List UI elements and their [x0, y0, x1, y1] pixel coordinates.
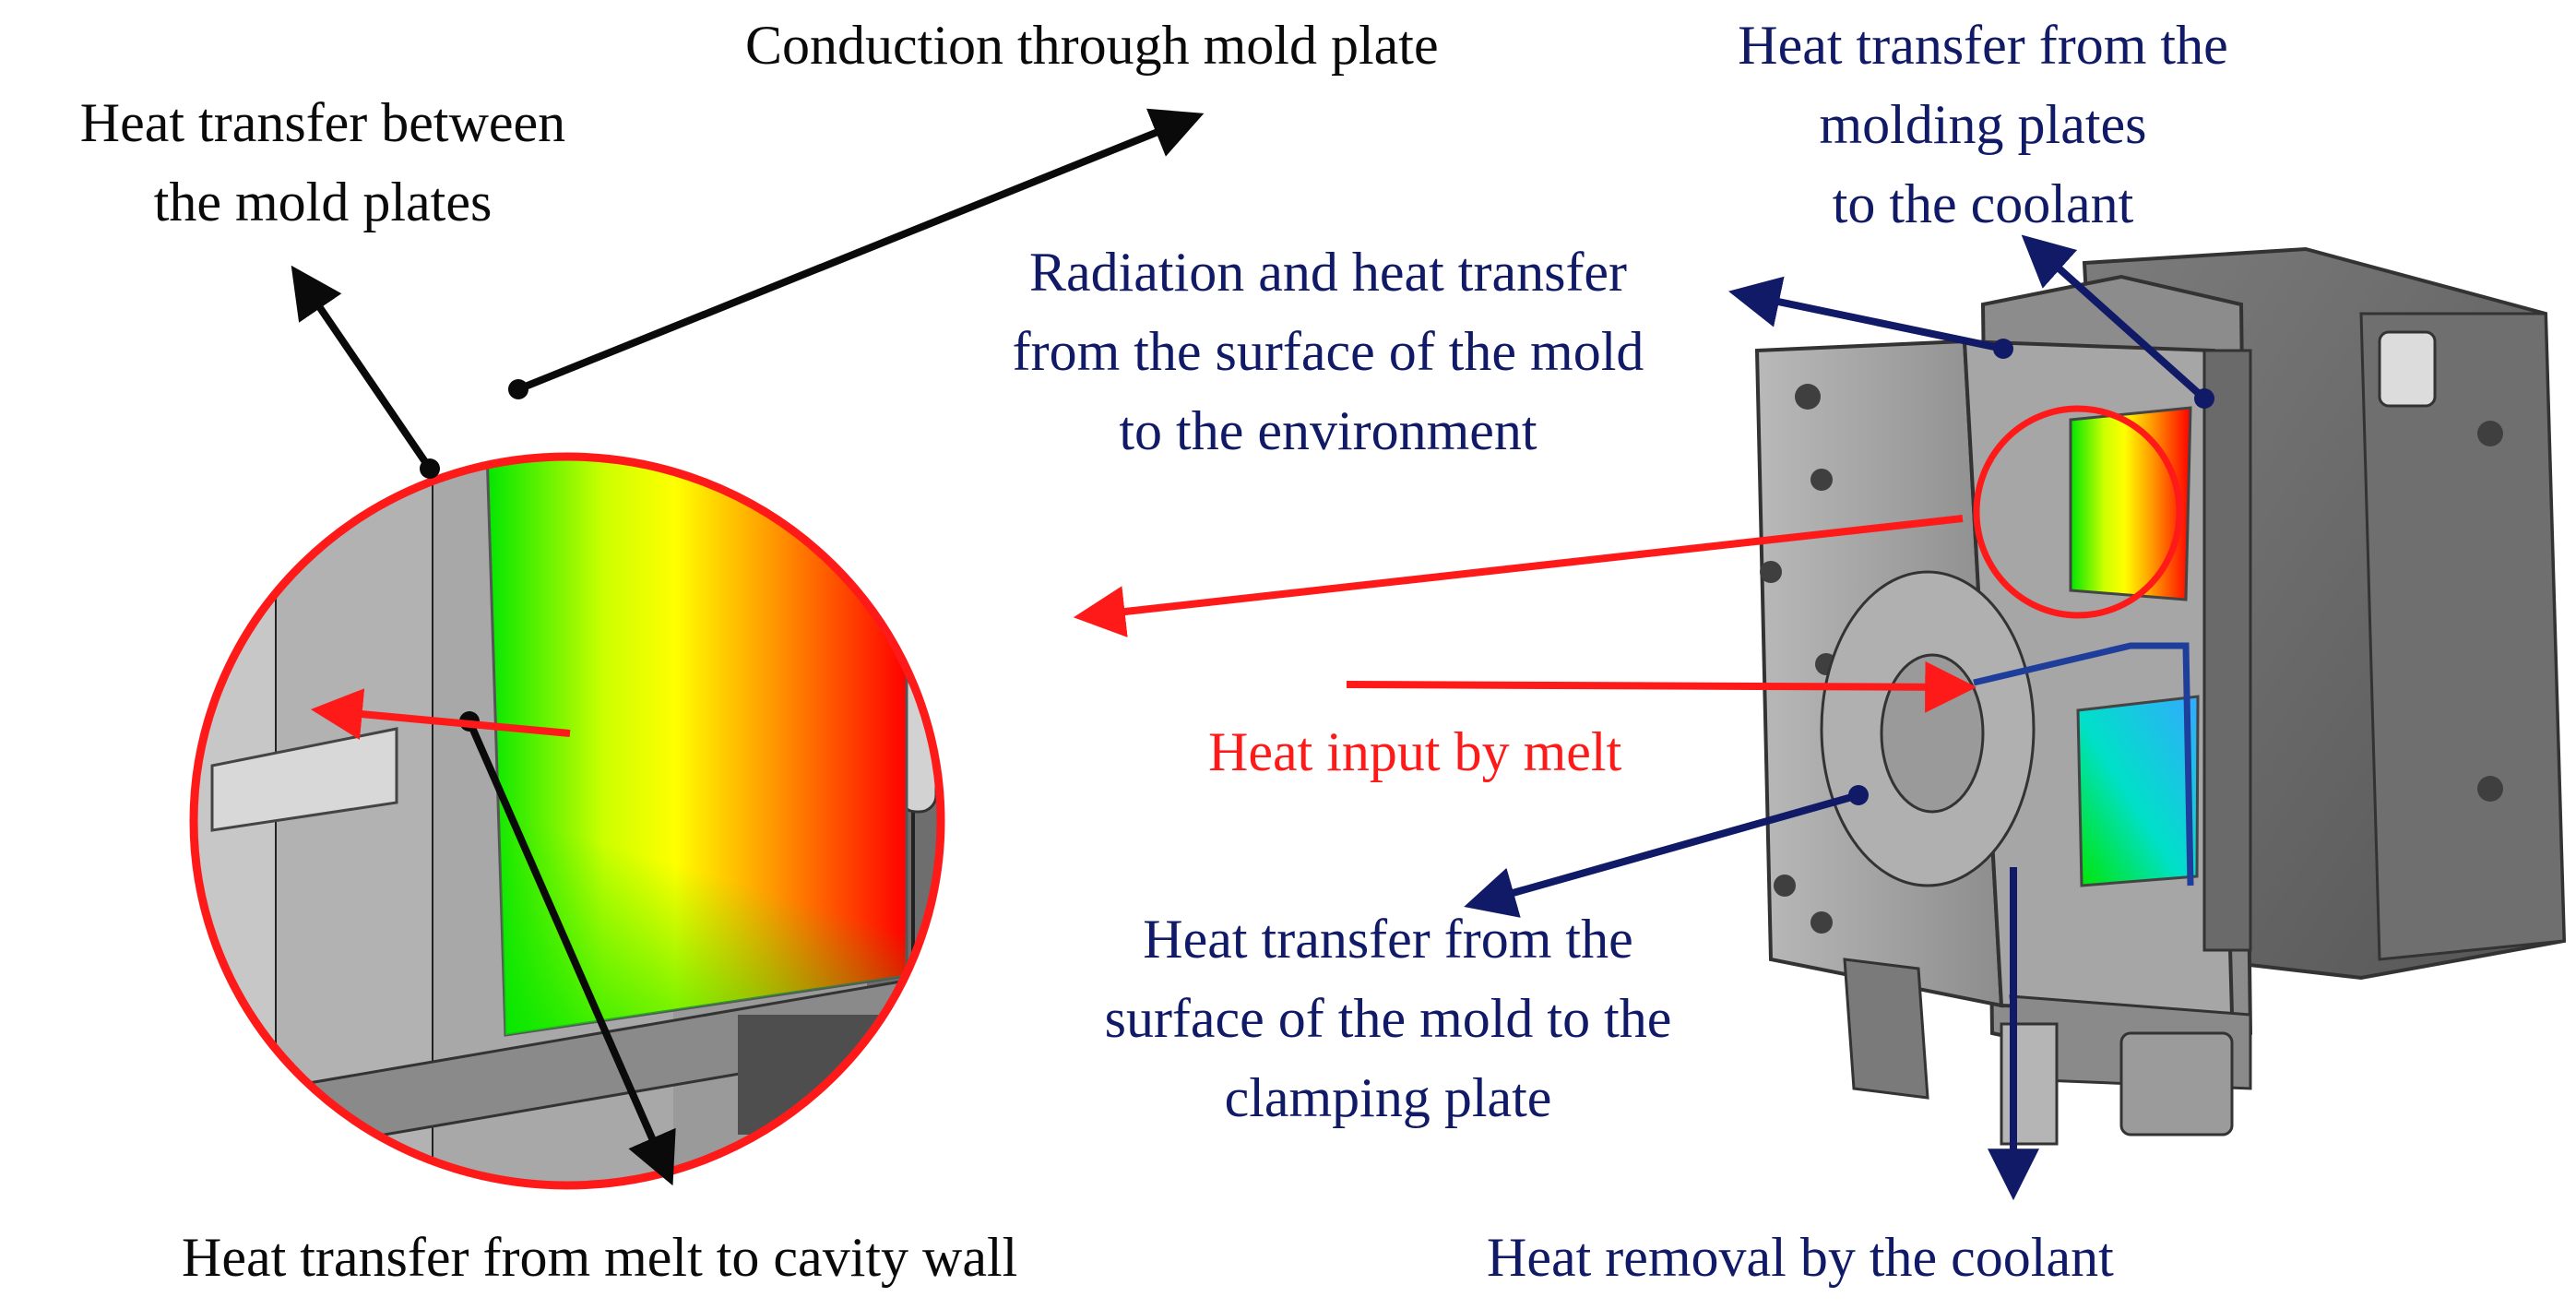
label-between-plates-line2: the mold plates [153, 172, 493, 232]
label-heat-input: Heat input by melt [1208, 721, 1622, 782]
label-to-coolant-line2: molding plates [1819, 94, 2147, 155]
zoom-circle [194, 457, 941, 1185]
label-radiation-line1: Radiation and heat transfer [1028, 242, 1628, 303]
label-to-coolant-line1: Heat transfer from the [1738, 15, 2228, 76]
zoom-circle-outline [189, 452, 945, 1190]
label-to-clamping-line1: Heat transfer from the [1143, 909, 1633, 970]
arrow-radiation [1728, 276, 2013, 359]
arrow-to-clamping [1464, 785, 1869, 918]
label-to-coolant-line3: to the coolant [1832, 173, 2134, 234]
arrow-heat-input [1346, 660, 1977, 713]
label-radiation: Radiation and heat transfer from the sur… [904, 232, 1752, 470]
label-radiation-line2: from the surface of the mold [1012, 321, 1644, 382]
arrow-to-coolant [2021, 234, 2214, 409]
arrow-between-plates [291, 265, 440, 479]
label-melt-to-wall: Heat transfer from melt to cavity wall [182, 1227, 1018, 1288]
label-between-plates: Heat transfer between the mold plates [0, 83, 646, 242]
label-conduction: Conduction through mold plate [745, 15, 1439, 76]
label-removal: Heat removal by the coolant [1487, 1227, 2114, 1288]
arrow-conduction [508, 108, 1205, 399]
label-to-clamping-line2: surface of the mold to the [1104, 988, 1672, 1049]
label-to-coolant: Heat transfer from the molding plates to… [1642, 6, 2324, 244]
label-between-plates-line1: Heat transfer between [79, 92, 566, 153]
label-radiation-line3: to the environment [1119, 400, 1537, 461]
arrow-zoom-link [1073, 515, 1964, 637]
mold-zoom-marker [1973, 405, 2183, 619]
mold-assembly [1754, 246, 2567, 1146]
label-to-clamping-line3: clamping plate [1224, 1067, 1552, 1128]
label-to-clamping: Heat transfer from the surface of the mo… [1005, 899, 1771, 1137]
arrow-melt-local [310, 688, 571, 741]
